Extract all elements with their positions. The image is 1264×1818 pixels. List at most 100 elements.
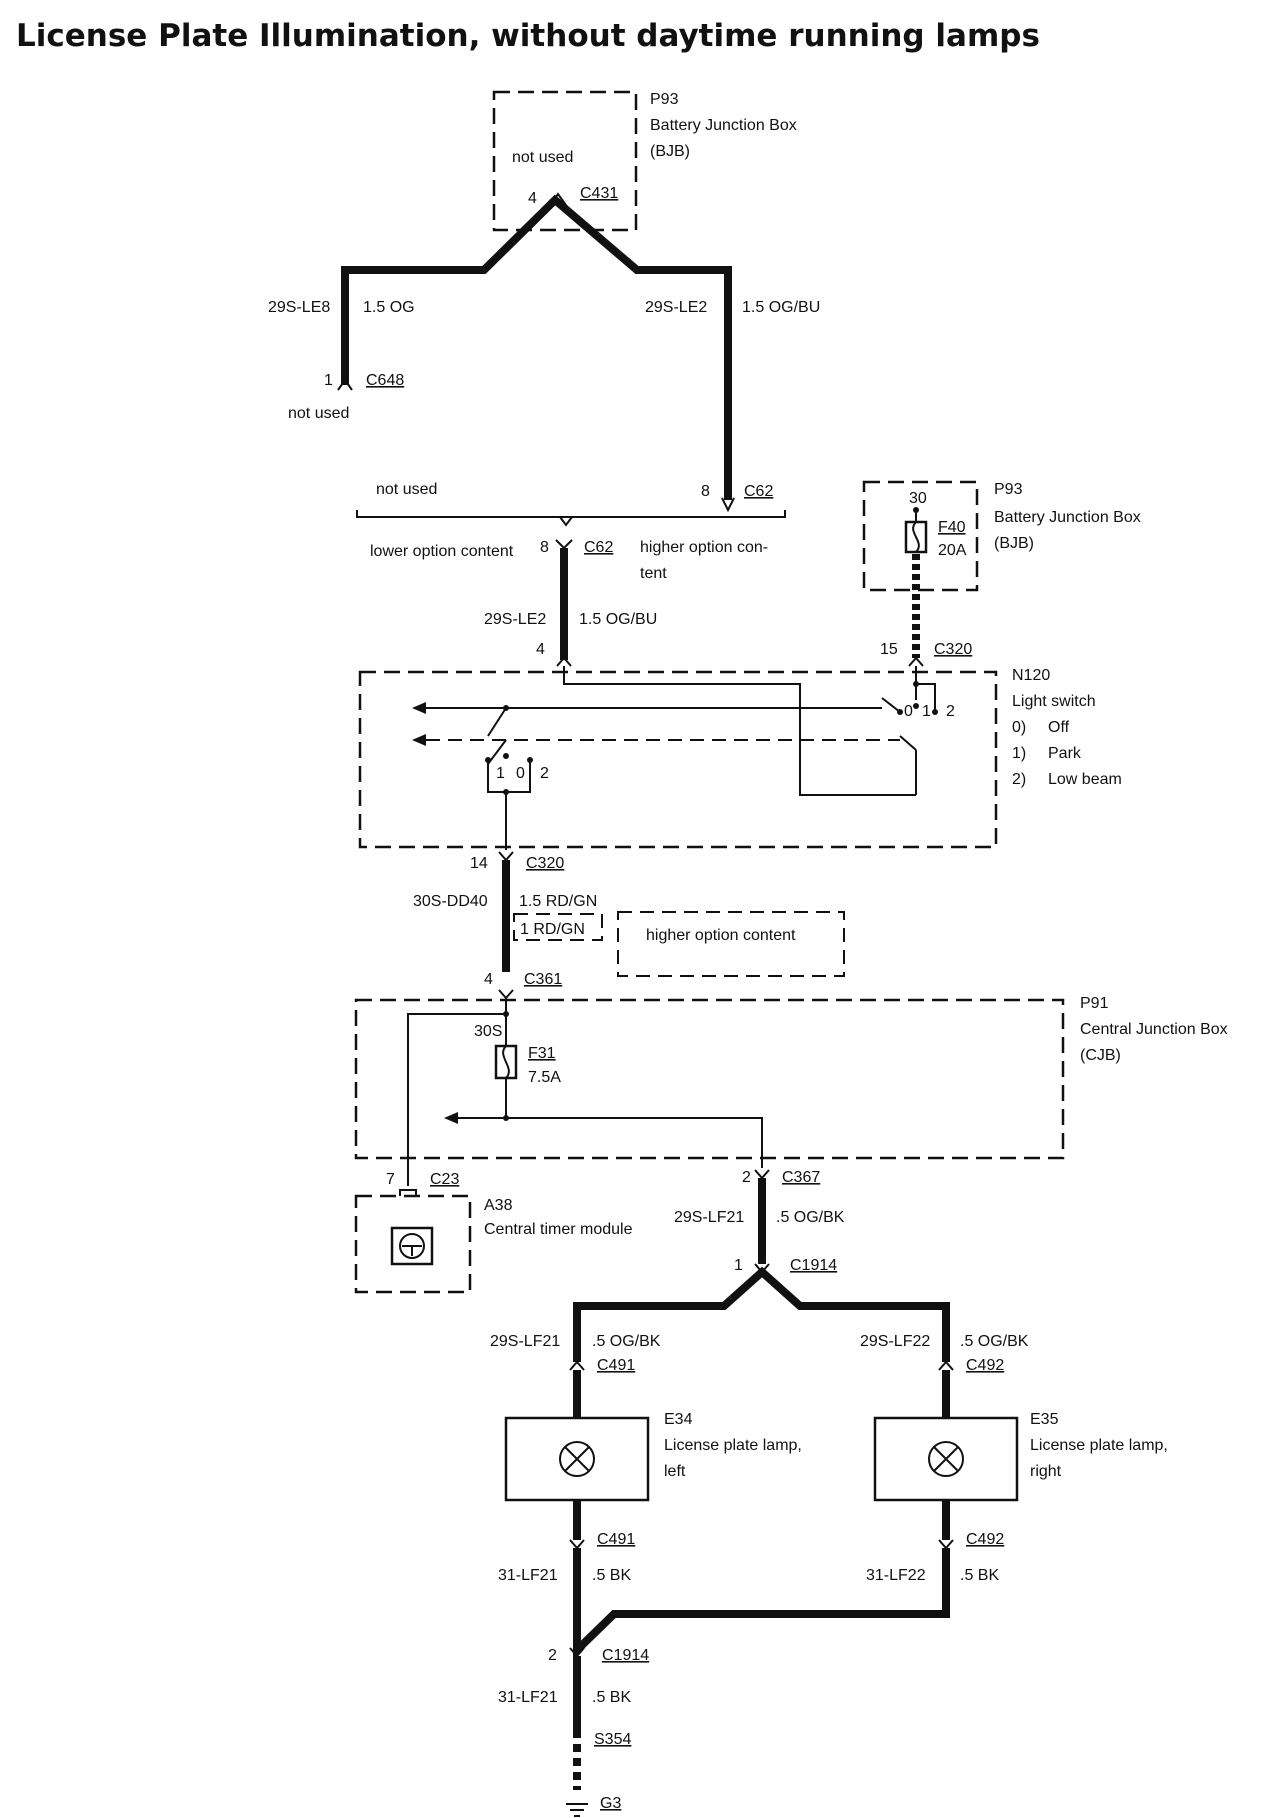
f31-fuse-link <box>502 1045 510 1079</box>
n120-arrow-head-2 <box>412 734 426 746</box>
left-feed-circuit: 29S-LF21 <box>490 1333 560 1350</box>
n120-name: Light switch <box>1012 693 1096 710</box>
e35-lamp-cross <box>933 1446 959 1472</box>
c361-pin: 4 <box>484 971 493 988</box>
switch-b-blade-1 <box>881 697 901 713</box>
c367-symbol <box>754 1169 770 1180</box>
c62-upper-symbol <box>721 497 735 513</box>
ground-label: G3 <box>600 1795 621 1812</box>
c320-lower-connector: C320 <box>526 855 564 872</box>
left-ground-connector: C491 <box>597 1531 635 1548</box>
p91-bus-label: 30S <box>474 1023 502 1040</box>
c62-upper-note: not used <box>376 481 437 498</box>
p91-box <box>354 998 1065 1160</box>
p93-top-name: Battery Junction Box <box>650 117 797 134</box>
switch-a-label-1: 1 <box>496 765 505 782</box>
switch-a-blade-1 <box>487 707 507 737</box>
right-feed-spec: .5 OG/BK <box>960 1333 1029 1350</box>
right-ground-circuit: 31-LF22 <box>866 1567 926 1584</box>
ground-icon <box>566 1803 588 1817</box>
c62-lower-label: lower option content <box>370 543 514 560</box>
a38-name: Central timer module <box>484 1221 633 1238</box>
e35-line2: right <box>1030 1463 1062 1480</box>
c320-upper-symbol <box>908 656 924 667</box>
c367-circuit: 29S-LF21 <box>674 1209 744 1226</box>
wire-top-branch <box>341 194 732 500</box>
c367-connector: C367 <box>782 1169 820 1186</box>
p91-id: P91 <box>1080 995 1109 1012</box>
switch-a-label-2: 2 <box>540 765 549 782</box>
n120-loop-wire <box>563 666 916 796</box>
c320-lower-pin: 14 <box>470 855 488 872</box>
switch-b-label-0: 0 <box>904 703 913 720</box>
n120-pin-4-symbol <box>556 656 572 667</box>
ground-wire-spec: .5 BK <box>592 1689 631 1706</box>
diagram-title: License Plate Illumination, without dayt… <box>16 18 1040 54</box>
p91-name: Central Junction Box <box>1080 1021 1228 1038</box>
c492-top-symbol <box>938 1360 954 1371</box>
p93-fuse-name: Battery Junction Box <box>994 509 1141 526</box>
e35-id: E35 <box>1030 1411 1059 1428</box>
c62-lower-connector: C62 <box>584 539 613 556</box>
n120-pos-2-label: Low beam <box>1048 771 1122 788</box>
n120-pos-0-label: Off <box>1048 719 1070 736</box>
n120-pin-4: 4 <box>536 641 545 658</box>
c62-lower-pin: 8 <box>540 539 549 556</box>
c367-pin: 2 <box>742 1169 751 1186</box>
left-ground-circuit: 31-LF21 <box>498 1567 558 1584</box>
switch-b-label-1: 1 <box>922 703 931 720</box>
e34-id: E34 <box>664 1411 693 1428</box>
c648-symbol <box>337 378 353 391</box>
c361-connector: C361 <box>524 971 562 988</box>
p93-fuse-box <box>862 480 979 592</box>
e34-lamp-icon <box>559 1441 595 1477</box>
wire-le2-spec: 1.5 OG/BU <box>742 299 820 316</box>
wire-dd40-alt-spec: 1 RD/GN <box>520 921 585 938</box>
wire-dd40-alt-box <box>513 913 603 941</box>
c320-upper-connector: C320 <box>934 641 972 658</box>
p91-abbr: (CJB) <box>1080 1047 1121 1064</box>
wire-le8-spec: 1.5 OG <box>363 299 415 316</box>
c62-upper-connector: C62 <box>744 483 773 500</box>
c62-upper-pin: 8 <box>701 483 710 500</box>
p93-top-id: P93 <box>650 91 679 108</box>
c1914-top-pin: 1 <box>734 1257 743 1274</box>
c23-symbol <box>399 1189 417 1196</box>
c62-lower-symbol <box>555 539 573 550</box>
a38-clock-icon <box>399 1233 425 1259</box>
n120-pos-1-num: 1) <box>1012 745 1026 762</box>
c361-symbol <box>498 989 514 1000</box>
c1914-bottom-connector: C1914 <box>602 1647 649 1664</box>
right-ground-connector: C492 <box>966 1531 1004 1548</box>
p91-to-c367 <box>458 1117 763 1168</box>
switch-b-contact-1 <box>913 703 919 709</box>
f31-fuse-id: F31 <box>528 1045 556 1062</box>
p91-to-c23 <box>407 1013 506 1186</box>
f31-fuse-rating: 7.5A <box>528 1069 561 1086</box>
n120-pos-0-num: 0) <box>1012 719 1026 736</box>
wire-le8-circuit: 29S-LE8 <box>268 299 330 316</box>
c1914-top-connector: C1914 <box>790 1257 837 1274</box>
p93-top-abbr: (BJB) <box>650 143 690 160</box>
wire-le2-circuit: 29S-LE2 <box>645 299 707 316</box>
a38-box <box>354 1194 472 1294</box>
switch-b-blade-2 <box>899 735 917 751</box>
c431-pin: 4 <box>528 190 537 207</box>
n120-pos-2-num: 2) <box>1012 771 1026 788</box>
p93-fuse-abbr: (BJB) <box>994 535 1034 552</box>
splice-label: S354 <box>594 1731 631 1748</box>
left-ground-spec: .5 BK <box>592 1567 631 1584</box>
wire-dd40-circuit: 30S-DD40 <box>413 893 488 910</box>
c648-pin: 1 <box>324 372 333 389</box>
n120-box <box>358 670 998 849</box>
c23-pin: 7 <box>386 1171 395 1188</box>
c491-bottom-symbol <box>569 1539 585 1550</box>
e35-lamp-icon <box>928 1441 964 1477</box>
c62-higher-label-1: higher option con- <box>640 539 768 556</box>
n120-id: N120 <box>1012 667 1050 684</box>
c62-option-bar <box>356 510 786 518</box>
a38-clock-hands <box>402 1245 422 1256</box>
p93-top-note: not used <box>512 149 573 166</box>
e35-line1: License plate lamp, <box>1030 1437 1168 1454</box>
